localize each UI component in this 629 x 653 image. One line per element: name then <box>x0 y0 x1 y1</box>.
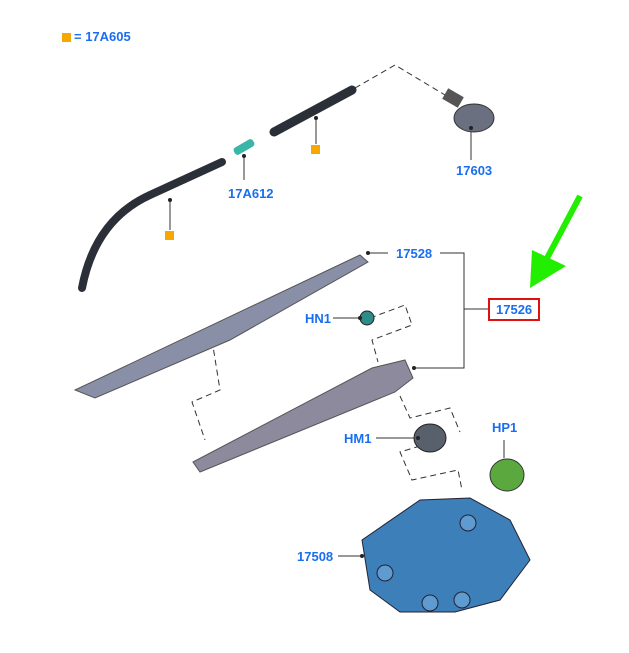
bracket-17526 <box>416 252 465 369</box>
hose-to-jet-line <box>354 64 446 96</box>
label-hn1[interactable]: HN1 <box>305 311 332 326</box>
washer-jet <box>453 103 495 133</box>
legend-marker-icon <box>62 33 71 43</box>
label-hm1[interactable]: HM1 <box>344 431 372 446</box>
wiper-blade <box>73 254 369 399</box>
label-hp1[interactable]: HP1 <box>492 420 518 435</box>
washer-hose-lower <box>78 158 226 292</box>
label-17a612[interactable]: 17A612 <box>228 186 274 201</box>
cap-hp1 <box>489 458 525 492</box>
green-arrow-icon <box>530 194 583 288</box>
legend-text: = 17A605 <box>74 29 131 44</box>
washer-hose-upper <box>269 85 357 137</box>
legend: = 17A605 <box>62 29 131 44</box>
cap-mount-hm1 <box>413 423 447 453</box>
label-17528[interactable]: 17528 <box>396 246 433 261</box>
label-17603[interactable]: 17603 <box>456 163 493 178</box>
label-17526-highlighted[interactable]: 17526 <box>488 298 541 321</box>
label-17508[interactable]: 17508 <box>297 549 334 564</box>
hose-connector <box>233 139 255 155</box>
marker-17a605-upper <box>311 145 320 154</box>
wiper-arm <box>192 359 414 473</box>
nut-hn1 <box>359 310 375 326</box>
wiper-motor <box>361 497 531 613</box>
marker-17a605-lower <box>165 231 174 240</box>
